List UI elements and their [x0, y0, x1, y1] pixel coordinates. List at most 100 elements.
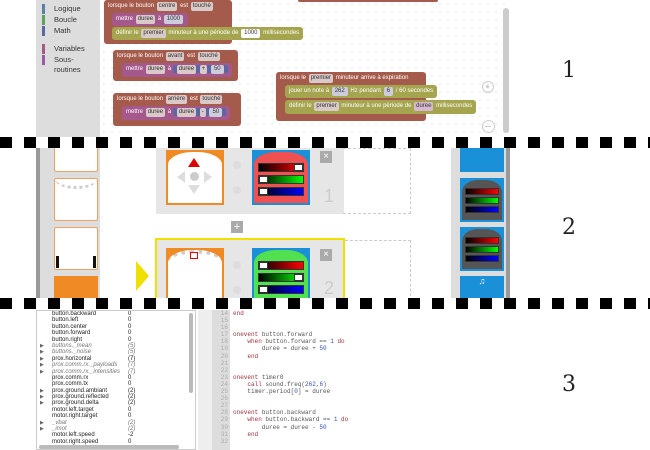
- button-dropdown[interactable]: arrière: [165, 95, 188, 104]
- right-arrow-icon[interactable]: [204, 171, 212, 183]
- button-dropdown[interactable]: avant: [165, 52, 185, 61]
- variable-row[interactable]: ▶prox.ground.ambiant(2): [40, 388, 185, 394]
- code-line[interactable]: timer.period[0] = duree: [233, 388, 331, 396]
- state-dot[interactable]: [233, 161, 241, 169]
- variable-row[interactable]: ▶prox.ground.reflected(2): [40, 394, 185, 400]
- code-editor[interactable]: end onevent button.forward when button.f…: [233, 310, 510, 450]
- play-note-block[interactable]: jouer un note à 262 Hz pendant 6 / 60 se…: [285, 85, 438, 98]
- forward-arrow-icon[interactable]: [188, 158, 200, 167]
- tree-scrollbar-horizontal[interactable]: [39, 445, 179, 449]
- expand-arrow-icon[interactable]: ▶: [40, 355, 44, 362]
- prox-event-card[interactable]: [166, 248, 224, 298]
- state-dot[interactable]: [233, 186, 241, 194]
- palette-top-color-action[interactable]: [460, 178, 504, 222]
- toolbox-category[interactable]: Sous-routines: [42, 55, 100, 74]
- code-line[interactable]: [233, 367, 510, 374]
- state-dropdown[interactable]: touché: [197, 52, 220, 61]
- code-line[interactable]: when button.backward == 1 do: [247, 416, 349, 424]
- palette-sound-action[interactable]: ♫: [460, 276, 504, 298]
- add-pair-button[interactable]: +: [231, 221, 243, 233]
- palette-tap-event[interactable]: [54, 276, 98, 298]
- expand-arrow-icon[interactable]: ▶: [40, 368, 44, 375]
- code-line[interactable]: [233, 438, 510, 445]
- set-variable-block[interactable]: mettre duree à duree + 50: [122, 63, 232, 77]
- code-line[interactable]: onevent timer0: [233, 373, 284, 381]
- delete-pair-button[interactable]: ×: [320, 151, 332, 163]
- number-input[interactable]: 6: [383, 87, 394, 96]
- code-line[interactable]: call sound.freq(262,6): [247, 380, 327, 388]
- top-color-action-card[interactable]: [252, 150, 310, 205]
- expand-arrow-icon[interactable]: ▶: [40, 394, 44, 401]
- variable-dropdown[interactable]: duree: [176, 65, 197, 74]
- number-input[interactable]: 1000: [163, 15, 184, 24]
- variable-row[interactable]: ▶prox.horizontal(7): [40, 356, 185, 362]
- palette-ground-event[interactable]: [54, 227, 98, 270]
- workspace-scrollbar[interactable]: [503, 8, 509, 133]
- code-line[interactable]: onevent button.backward: [233, 409, 316, 417]
- variable-row[interactable]: ▶_vbat(2): [40, 420, 185, 426]
- palette-bottom-color-action[interactable]: [460, 227, 504, 271]
- number-input[interactable]: 50: [210, 65, 224, 74]
- variable-dropdown[interactable]: duree: [176, 108, 197, 117]
- tree-scrollbar-vertical[interactable]: [189, 313, 193, 393]
- red-slider[interactable]: [258, 261, 304, 270]
- expand-arrow-icon[interactable]: ▶: [40, 387, 44, 394]
- backward-arrow-icon[interactable]: [188, 185, 200, 194]
- code-line[interactable]: duree = duree - 50: [233, 423, 327, 431]
- variable-dropdown[interactable]: duree: [135, 15, 156, 24]
- variable-row[interactable]: ▶buttons._mean(5): [40, 343, 185, 349]
- set-timer-block[interactable]: définir le premier minuteur à une périod…: [112, 27, 304, 40]
- zoom-out-icon[interactable]: [482, 120, 495, 133]
- splitter[interactable]: [198, 310, 212, 450]
- code-line[interactable]: [233, 402, 510, 409]
- toolbox-category[interactable]: Boucle: [42, 15, 77, 25]
- variable-row[interactable]: motor.left.speed-2: [40, 432, 185, 438]
- code-line[interactable]: [233, 317, 510, 324]
- blue-slider[interactable]: [258, 285, 304, 294]
- code-line[interactable]: end: [247, 352, 259, 360]
- number-input[interactable]: 262: [331, 87, 348, 96]
- set-variable-block[interactable]: mettre duree à duree - 50: [122, 106, 231, 120]
- event-palette[interactable]: [36, 148, 100, 298]
- palette-buttons-event[interactable]: [54, 148, 98, 172]
- state-dropdown[interactable]: touché: [190, 2, 213, 11]
- recenter-icon[interactable]: [482, 81, 494, 93]
- code-line[interactable]: end: [233, 310, 244, 317]
- center-button-icon[interactable]: [190, 172, 199, 181]
- code-line[interactable]: [233, 324, 510, 331]
- timer-dropdown[interactable]: premier: [308, 74, 334, 83]
- operator-dropdown[interactable]: -: [199, 108, 206, 117]
- math-block[interactable]: duree + 50: [172, 65, 228, 74]
- math-block[interactable]: duree - 50: [172, 108, 227, 117]
- variable-row[interactable]: ▶prox.ground.delta(2): [40, 400, 185, 406]
- operator-dropdown[interactable]: +: [199, 65, 208, 74]
- code-line[interactable]: end: [247, 430, 259, 438]
- variable-dropdown[interactable]: duree: [414, 102, 434, 111]
- toolbox-category[interactable]: Variables: [42, 44, 85, 54]
- state-dot[interactable]: [233, 261, 241, 269]
- code-line[interactable]: [233, 395, 510, 402]
- expand-arrow-icon[interactable]: ▶: [40, 362, 44, 369]
- expand-arrow-icon[interactable]: ▶: [40, 419, 44, 426]
- blue-slider[interactable]: [258, 187, 304, 196]
- set-timer-block[interactable]: définir le premier minuteur à une périod…: [285, 100, 477, 114]
- top-color-action-card[interactable]: [252, 248, 310, 298]
- variable-dropdown[interactable]: duree: [145, 108, 166, 117]
- toolbox-category[interactable]: Logique: [42, 4, 81, 14]
- palette-prox-event[interactable]: [54, 178, 98, 221]
- palette-motors-action[interactable]: [460, 148, 504, 172]
- expand-arrow-icon[interactable]: ▶: [40, 342, 44, 349]
- buttons-event-card[interactable]: [166, 150, 224, 205]
- variable-row[interactable]: ▶prox.comm.rx._payloads(7): [40, 362, 185, 368]
- number-input[interactable]: 1000: [241, 29, 261, 38]
